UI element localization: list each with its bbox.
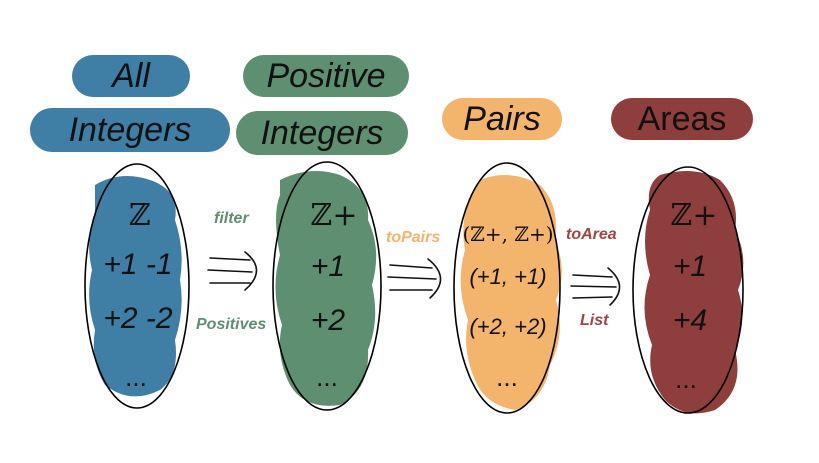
heading-positive: Positive: [243, 55, 409, 97]
arrow-topairs: [387, 258, 442, 299]
blob-areas: [644, 171, 744, 414]
value-all-row2: +2 -2: [103, 302, 173, 335]
ellipse-positive-integers: [272, 161, 382, 411]
value-areas-row2: +4: [672, 304, 708, 337]
blob-pairs-path: [460, 175, 562, 410]
blob-areas-path: [644, 171, 744, 414]
value-pairs-row2: (+2, +2): [469, 314, 547, 339]
blob-pairs: [460, 175, 562, 410]
ellipsis-areas: ...: [675, 364, 697, 394]
symbol-positive: ℤ+: [310, 198, 358, 233]
ellipsis-positive: ...: [316, 362, 338, 392]
ellipse-areas: [632, 166, 744, 414]
heading-all-integers: Integers: [30, 108, 230, 152]
heading-all: All: [72, 55, 190, 97]
blob-positive-integers: [275, 171, 377, 406]
heading-pairs: Pairs: [442, 98, 562, 140]
ellipse-all-integers: [84, 163, 190, 409]
blob-positive-path: [275, 171, 377, 406]
value-positive-row1: +1: [310, 250, 346, 283]
symbol-all: ℤ: [129, 198, 151, 233]
arrow-filter: [207, 251, 258, 291]
label-filter: filter: [214, 210, 249, 227]
label-list: List: [580, 312, 609, 329]
value-areas-row1: +1: [672, 250, 708, 283]
blob-all-integers: [89, 176, 182, 397]
arrow-toarea: [570, 267, 621, 306]
label-toarea: toArea: [566, 226, 617, 243]
symbol-pairs: (ℤ+, ℤ+): [462, 222, 554, 246]
blob-all-path: [89, 176, 182, 397]
heading-positive-integers: Integers: [236, 111, 408, 155]
heading-areas: Areas: [611, 98, 753, 140]
value-positive-row2: +2: [310, 304, 346, 337]
ellipsis-all: ...: [125, 362, 147, 392]
value-all-row1: +1 -1: [103, 248, 173, 281]
label-positives: Positives: [196, 316, 267, 333]
label-topairs: toPairs: [386, 229, 441, 246]
value-pairs-row1: (+1, +1): [469, 264, 547, 289]
ellipsis-pairs: ...: [496, 362, 518, 392]
ellipse-pairs: [453, 162, 561, 414]
symbol-areas: ℤ+: [670, 198, 718, 233]
